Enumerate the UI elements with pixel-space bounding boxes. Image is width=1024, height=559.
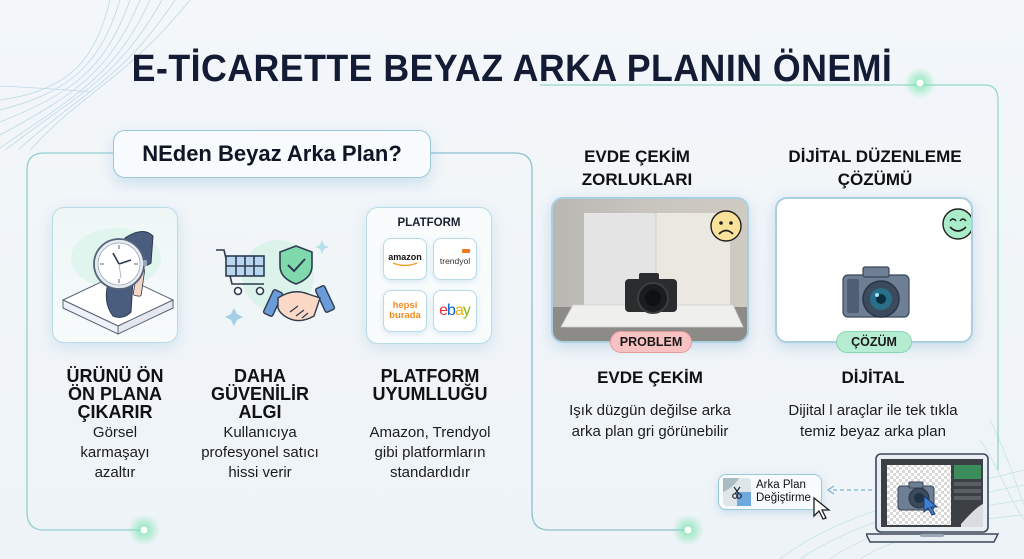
- mouse-cursor-icon: [813, 496, 831, 520]
- problem-badge-text: PROBLEM: [619, 335, 683, 349]
- benefit-2-title-line1: DAHA: [234, 366, 286, 386]
- problem-photo-card: [551, 197, 749, 343]
- benefit-3-desc-line1: Amazon, Trendyol: [369, 424, 491, 441]
- laptop-editor-illustration: [864, 452, 1024, 552]
- benefit-1-desc-line2: karmaşayı: [80, 444, 150, 461]
- problem-desc-line2: arka plan gri görünebilir: [571, 423, 729, 440]
- problem-heading: EVDE ÇEKİM ZORLUKLARI: [552, 145, 722, 191]
- amazon-logo-text: amazon: [388, 251, 422, 262]
- solution-heading: DİJİTAL DÜZENLEME ÇÖZÜMÜ: [770, 145, 980, 191]
- benefit-column-3: PLATFORM UYUMLLUĞU Amazon, Trendyol gibi…: [350, 367, 510, 483]
- trendyol-badge-icon: [462, 249, 470, 253]
- solution-subtitle: DİJİTAL: [841, 368, 905, 387]
- sad-face-icon: [710, 210, 742, 242]
- problem-desc-line1: Işık düzgün değilse arka: [569, 402, 731, 419]
- happy-face-icon: [942, 208, 971, 240]
- solution-badge: ÇÖZÜM: [836, 331, 912, 353]
- problem-subtitle: EVDE ÇEKİM: [597, 368, 703, 387]
- laptop-photo-editor-icon: [864, 453, 1000, 543]
- trendyol-logo-text: trendyol: [439, 256, 471, 266]
- solution-heading-line1: DİJİTAL DÜZENLEME: [788, 147, 962, 166]
- background-change-label-line2: Değiştirme: [756, 492, 811, 504]
- solution-desc-line2: temiz beyaz arka plan: [800, 423, 946, 440]
- logo-hepsiburada: hepsi burada: [383, 290, 427, 332]
- solution-badge-text: ÇÖZÜM: [851, 335, 897, 349]
- hepsiburada-logo-line1: hepsi: [392, 300, 418, 311]
- benefit-2-desc-line3: hissi verir: [228, 464, 292, 481]
- benefit-2-desc-line2: profesyonel satıcı: [201, 444, 319, 461]
- benefit-column-2: DAHA GÜVENİLİR ALGI Kullanıcıya profesyo…: [195, 367, 325, 483]
- trust-illustration: [208, 228, 338, 328]
- solution-photo-card: [775, 197, 973, 343]
- cart-shield-handshake-icon: [216, 240, 336, 326]
- scissors-image-icon: [723, 478, 751, 506]
- benefit-1-title-line1: ÜRÜNÜ ÖN: [66, 366, 164, 386]
- problem-heading-line1: EVDE ÇEKİM: [584, 147, 690, 166]
- benefit-column-1: ÜRÜNÜ ÖN ÖN PLANA ÇIKARIR Görsel karmaşa…: [40, 367, 190, 483]
- benefit-3-title-line2: UYUMLLUĞU: [372, 384, 488, 404]
- ebay-letter-e: e: [439, 302, 448, 319]
- benefit-1-title-line2: ÖN PLANA: [68, 384, 162, 404]
- clean-camera-photo: [842, 266, 910, 318]
- benefit-1-title-line3: ÇIKARIR: [77, 402, 153, 422]
- benefit-3-title-line1: PLATFORM: [380, 366, 480, 386]
- benefit-2-title-line3: ALGI: [238, 402, 282, 422]
- solution-desc-line1: Dijital l araçlar ile tek tıkla: [788, 402, 958, 419]
- hepsiburada-logo-line2: burada: [389, 310, 421, 321]
- amazon-smile-icon: [392, 261, 418, 266]
- benefit-3-desc-line2: gibi platformların: [374, 444, 486, 461]
- problem-heading-line2: ZORLUKLARI: [581, 170, 693, 189]
- watch-on-pedestal-icon: [61, 228, 175, 335]
- watch-card: [52, 207, 178, 343]
- solution-text: DİJİTAL Dijital l araçlar ile tek tıkla …: [763, 368, 983, 442]
- logo-trendyol: trendyol: [433, 238, 477, 280]
- solution-heading-line2: ÇÖZÜMÜ: [837, 170, 913, 189]
- section-heading-text: NEden Beyaz Arka Plan?: [142, 141, 402, 166]
- problem-badge: PROBLEM: [610, 331, 692, 353]
- ebay-letter-a: a: [454, 302, 464, 319]
- section-heading-why-white: NEden Beyaz Arka Plan?: [113, 130, 431, 178]
- background-change-label-line1: Arka Plan: [756, 479, 806, 491]
- benefit-3-desc-line3: standardıdır: [389, 464, 471, 481]
- platform-card: PLATFORM amazon trendyol hepsi burada e …: [366, 207, 492, 344]
- benefit-1-desc-line3: azaltır: [94, 464, 136, 481]
- logo-ebay: e b a y: [433, 290, 477, 332]
- problem-text: EVDE ÇEKİM Işık düzgün değilse arka arka…: [540, 368, 760, 442]
- benefit-2-desc-line1: Kullanıcıya: [223, 424, 297, 441]
- ebay-letter-b: b: [447, 302, 456, 319]
- benefit-1-desc-line1: Görsel: [92, 424, 138, 441]
- benefit-2-title-line2: GÜVENİLİR: [210, 384, 309, 404]
- background-change-button[interactable]: Arka Plan Değiştirme: [718, 474, 822, 510]
- platform-card-label: PLATFORM: [397, 217, 461, 229]
- ebay-letter-y: y: [462, 302, 471, 319]
- logo-amazon: amazon: [383, 238, 427, 280]
- page-title: E-TİCARETTE BEYAZ ARKA PLANIN ÖNEMİ: [131, 48, 893, 90]
